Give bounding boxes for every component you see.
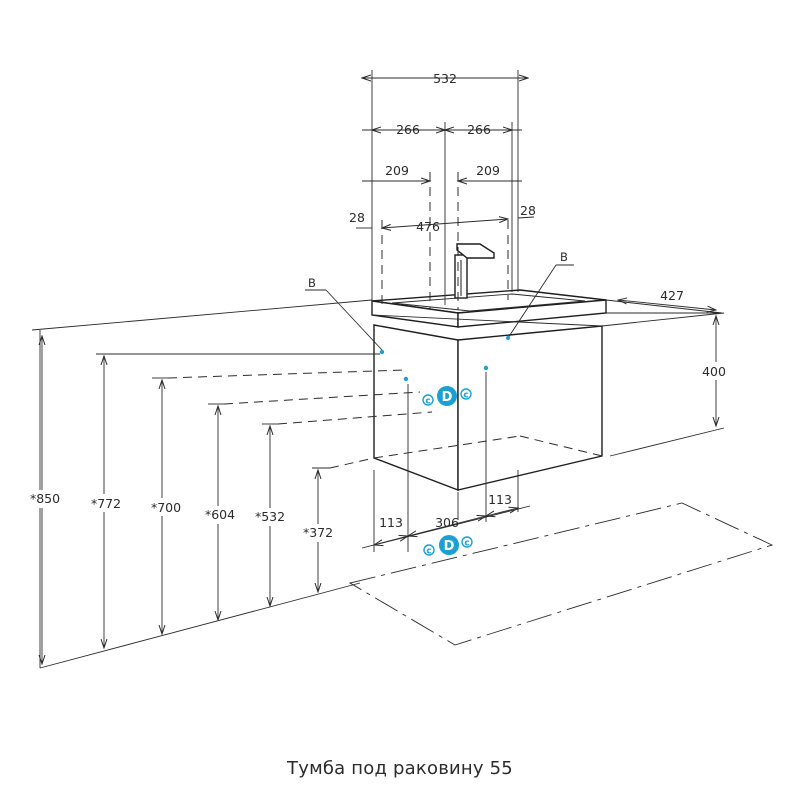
svg-text:c: c bbox=[463, 391, 468, 401]
basin bbox=[371, 289, 607, 328]
dim-inner-right: 209 bbox=[476, 163, 500, 178]
drain-icon bbox=[437, 386, 457, 406]
dim-inner-left: 209 bbox=[385, 163, 409, 178]
dim-half-left: 266 bbox=[396, 122, 420, 137]
dim-height-850: *850 bbox=[30, 491, 60, 506]
dim-basin-width: 476 bbox=[416, 219, 440, 234]
dim-height-604: *604 bbox=[205, 507, 235, 522]
dim-height-372: *372 bbox=[303, 525, 333, 540]
depth-dimension: 427 bbox=[605, 288, 723, 314]
dim-margin-right: 28 bbox=[520, 203, 536, 218]
svg-text:c: c bbox=[425, 397, 430, 407]
dim-cabinet-height: 400 bbox=[702, 364, 726, 379]
cold-water-icon bbox=[422, 394, 434, 406]
floor-connections: c D c bbox=[423, 535, 473, 557]
height-dimension: 400 bbox=[601, 312, 732, 457]
faucet-icon bbox=[454, 243, 495, 299]
cold-water-floor-icon bbox=[423, 544, 435, 556]
dim-floor-right: 113 bbox=[488, 492, 512, 507]
drain-label: D bbox=[442, 390, 453, 405]
top-dimensions: 532 266 266 209 209 28 476 28 bbox=[349, 70, 536, 310]
dim-height-532: *532 bbox=[255, 509, 285, 524]
floor-footprint bbox=[348, 502, 774, 646]
vertical-heights: *850 *772 *700 *604 *532 *372 bbox=[24, 336, 433, 664]
drain-floor-label: D bbox=[444, 539, 455, 554]
dim-total-width: 532 bbox=[433, 71, 457, 86]
svg-text:c: c bbox=[426, 547, 431, 557]
hot-water-floor-icon bbox=[461, 536, 473, 548]
cabinet-body bbox=[373, 324, 603, 492]
mount-label-right: B bbox=[560, 250, 568, 264]
dim-height-700: *700 bbox=[151, 500, 181, 515]
dim-half-right: 266 bbox=[467, 122, 491, 137]
hot-water-icon bbox=[460, 388, 472, 400]
wall-connections: c D c bbox=[379, 336, 510, 552]
dim-margin-left: 28 bbox=[349, 210, 365, 225]
wall-guides bbox=[31, 299, 373, 669]
mount-labels: B B bbox=[305, 250, 574, 351]
dim-floor-left: 113 bbox=[379, 515, 403, 530]
mount-label-left: B bbox=[308, 276, 316, 290]
svg-text:c: c bbox=[464, 539, 469, 549]
floor-dimensions: 113 306 113 bbox=[361, 470, 531, 552]
drawing-caption: Тумба под раковину 55 bbox=[287, 758, 513, 779]
drain-floor-icon bbox=[439, 535, 459, 555]
dim-floor-center: 306 bbox=[435, 515, 459, 530]
dim-height-772: *772 bbox=[91, 496, 121, 511]
dim-depth: 427 bbox=[660, 288, 684, 303]
